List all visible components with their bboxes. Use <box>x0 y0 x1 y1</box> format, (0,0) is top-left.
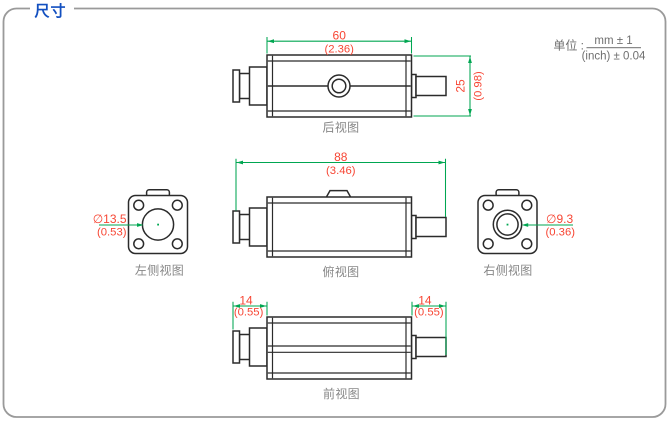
top-body-edge-lines <box>267 202 411 252</box>
front-view: 14 (0.55) 14 (0.55) 前视图 <box>232 293 447 401</box>
right-hole-tl <box>482 199 494 211</box>
rear-height-mm: 25 <box>454 79 468 93</box>
rear-width-mm: 60 <box>333 29 347 43</box>
top-stub <box>415 216 447 238</box>
left-side-view: ∅13.5 (0.53) 左侧视图 <box>93 189 189 277</box>
frame-border <box>2 7 667 418</box>
top-body-end-lines <box>271 197 407 257</box>
front-right-inch: (0.55) <box>414 307 444 319</box>
front-view-label: 前视图 <box>323 386 360 401</box>
left-diameter-inch: (0.53) <box>97 227 127 239</box>
front-body <box>266 316 413 380</box>
top-length-dimension: 88 (3.46) <box>235 150 447 217</box>
units-note: 单位 : mm ± 1 (inch) ± 0.04 <box>553 35 646 62</box>
units-denominator: (inch) ± 0.04 <box>582 50 646 62</box>
top-view-label: 俯视图 <box>323 264 360 279</box>
front-bnc-barrel <box>238 333 251 361</box>
left-hole-br <box>171 238 183 250</box>
frame-title-gap <box>30 2 74 15</box>
rear-height-dimension: 25 (0.98) <box>413 55 485 117</box>
front-right-dimension: 14 (0.55) <box>411 293 447 355</box>
left-side-view-label: 左侧视图 <box>135 262 184 277</box>
top-body <box>266 196 413 258</box>
left-hole-tl <box>133 199 145 211</box>
front-body-end-lines <box>271 317 407 379</box>
left-hole-bl <box>133 238 145 250</box>
rear-stub <box>415 75 447 97</box>
rear-view: 60 (2.36) 25 (0.98) 后视图 <box>232 29 485 135</box>
page-title: 尺寸 <box>35 2 67 20</box>
rear-bnc-barrel <box>238 72 251 100</box>
left-diameter-mm: ∅13.5 <box>93 212 127 226</box>
right-side-view-label: 右侧视图 <box>483 262 532 277</box>
rear-bnc-cap <box>232 69 241 103</box>
right-hole-bl <box>482 238 494 250</box>
front-left-dimension: 14 (0.55) <box>232 293 268 330</box>
right-center-mark <box>506 223 509 226</box>
rear-screw-inner <box>331 78 347 94</box>
rear-width-inch: (2.36) <box>324 44 354 56</box>
top-length-mm: 88 <box>334 150 348 164</box>
right-diameter-mm: ∅9.3 <box>546 212 573 226</box>
top-bnc-barrel <box>238 213 251 241</box>
front-bnc-cap <box>232 330 241 364</box>
top-bnc-cap <box>232 210 241 244</box>
top-view: 88 (3.46) 俯视图 <box>232 150 447 279</box>
top-bnc-nut <box>248 207 268 247</box>
right-diameter-inch: (0.36) <box>546 227 576 239</box>
rear-body-edge-lines <box>267 60 411 112</box>
front-bnc-nut <box>248 327 268 367</box>
rear-height-inch: (0.98) <box>473 71 485 101</box>
rear-bnc-nut <box>248 66 268 106</box>
right-side-view: ∅9.3 (0.36) 右侧视图 <box>477 189 576 277</box>
rear-view-label: 后视图 <box>323 120 360 135</box>
front-left-mm: 14 <box>239 293 253 307</box>
units-prefix: 单位 : <box>553 38 584 53</box>
right-hole-br <box>521 238 533 250</box>
front-stub <box>415 336 447 358</box>
left-center-mark <box>157 223 159 226</box>
left-diameter-dimension: ∅13.5 (0.53) <box>93 212 144 239</box>
front-right-mm: 14 <box>418 293 432 307</box>
front-body-edge-lines <box>267 322 411 374</box>
right-diameter-dimension: ∅9.3 (0.36) <box>521 212 576 239</box>
units-numerator: mm ± 1 <box>594 35 632 47</box>
front-band-lines <box>267 345 411 353</box>
left-hole-tr <box>171 199 183 211</box>
top-length-inch: (3.46) <box>326 165 356 177</box>
rear-width-dimension: 60 (2.36) <box>266 29 413 56</box>
right-hole-tr <box>521 199 533 211</box>
front-left-inch: (0.55) <box>234 307 264 319</box>
